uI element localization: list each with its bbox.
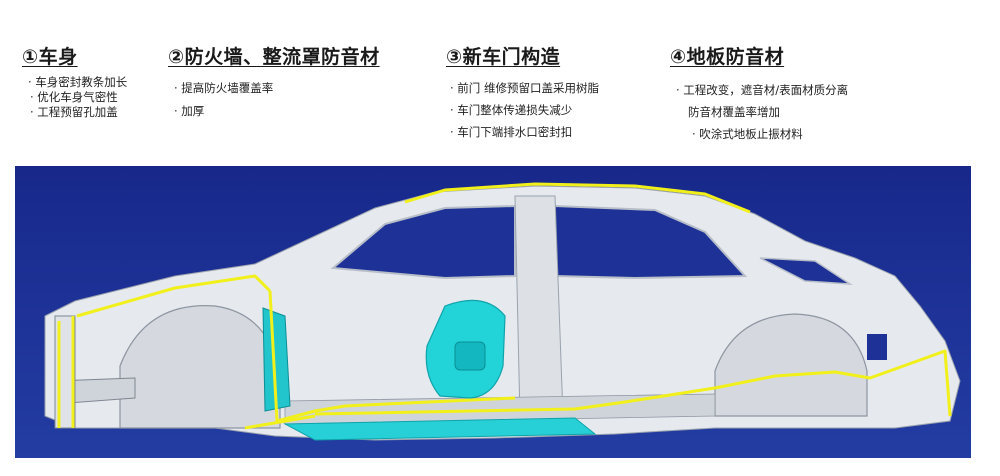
firewall-material	[262, 307, 291, 412]
front-door-seal-line	[268, 290, 516, 423]
bullet-list: · 提高防火墙覆盖率 · 加厚	[168, 77, 380, 123]
seal-highlights	[57, 182, 952, 430]
bullet-item: · 工程预留孔加盖	[30, 105, 118, 119]
section-title: ②防火墙、整流罩防音材	[168, 46, 380, 68]
car-body-figure	[15, 166, 971, 458]
rear-seal-line	[714, 349, 952, 417]
bullet-item: · 车门整体传递损失减少	[450, 103, 573, 117]
roof-seal-line	[404, 182, 751, 214]
bullet-item: · 车身密封教条加长	[28, 75, 128, 89]
rear-wheel-arch	[714, 313, 868, 417]
floor-material	[283, 417, 597, 441]
hood-seal-line	[76, 274, 272, 318]
section-body: ①车身 · 车身密封教条加长 · 优化车身气密性 · 工程预留孔加盖	[22, 42, 127, 120]
car-body-illustration	[44, 182, 961, 441]
lower-floor-seal-line	[244, 414, 316, 430]
rear-cutout	[867, 334, 887, 360]
b-pillar	[514, 195, 564, 419]
section-title: ③新车门构造	[446, 46, 561, 68]
section-title: ①车身	[22, 46, 78, 68]
bullet-item: · 提高防火墙覆盖率	[174, 81, 274, 95]
bullet-list: · 前门 维修预留口盖采用树脂 · 车门整体传递损失减少 · 车门下端排水口密封…	[446, 77, 599, 143]
section-door: ③新车门构造 · 前门 维修预留口盖采用树脂 · 车门整体传递损失减少 · 车门…	[446, 42, 599, 143]
bullet-item: · 吹涂式地板止振材料	[692, 127, 803, 141]
bullet-item: 防音材覆盖率增加	[688, 105, 780, 119]
front-end-seal-line	[57, 316, 75, 428]
door-service-cover-inset	[454, 341, 486, 371]
section-floor: ④地板防音材 · 工程改变，遮音材/表面材质分离 防音材覆盖率增加 · 吹涂式地…	[670, 42, 848, 145]
section-title: ④地板防音材	[670, 46, 785, 68]
bullet-list: · 车身密封教条加长 · 优化车身气密性 · 工程预留孔加盖	[22, 75, 127, 120]
bullet-item: · 前门 维修预留口盖采用树脂	[450, 81, 599, 95]
bullet-list: · 工程改变，遮音材/表面材质分离 防音材覆盖率增加 · 吹涂式地板止振材料	[670, 79, 848, 145]
bullet-item: · 优化车身气密性	[30, 90, 118, 104]
quarter-window-opening	[759, 257, 853, 285]
bullet-item: · 工程改变，遮音材/表面材质分离	[676, 83, 849, 97]
rocker-seal-line	[314, 386, 716, 416]
section-firewall: ②防火墙、整流罩防音材 · 提高防火墙覆盖率 · 加厚	[168, 42, 380, 123]
bullet-item: · 车门下端排水口密封扣	[450, 125, 573, 139]
bullet-item: · 加厚	[174, 104, 205, 118]
